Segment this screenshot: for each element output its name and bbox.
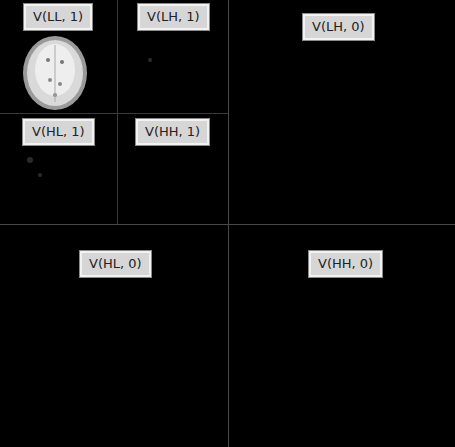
label-text: V(LL, 1): [33, 9, 83, 25]
divider: [0, 224, 455, 225]
label-text: V(LH, 1): [147, 9, 200, 25]
divider: [0, 113, 228, 114]
divider: [228, 0, 229, 447]
label-text: V(HH, 1): [145, 124, 200, 140]
subband-label: V(LH, 1): [138, 4, 209, 30]
label-text: V(HL, 1): [32, 124, 85, 140]
subband-label: V(HL, 0): [80, 251, 151, 277]
label-text: V(HH, 0): [318, 256, 373, 272]
divider: [117, 0, 118, 224]
brain-image: [23, 36, 87, 110]
label-text: V(LH, 0): [312, 19, 365, 35]
faint-detail: [27, 58, 152, 177]
subband-label: V(HL, 1): [23, 119, 94, 145]
subband-label: V(LH, 0): [303, 14, 374, 40]
subband-label: V(LL, 1): [24, 4, 92, 30]
subband-label: V(HH, 0): [309, 251, 382, 277]
subband-label: V(HH, 1): [136, 119, 209, 145]
label-text: V(HL, 0): [89, 256, 142, 272]
